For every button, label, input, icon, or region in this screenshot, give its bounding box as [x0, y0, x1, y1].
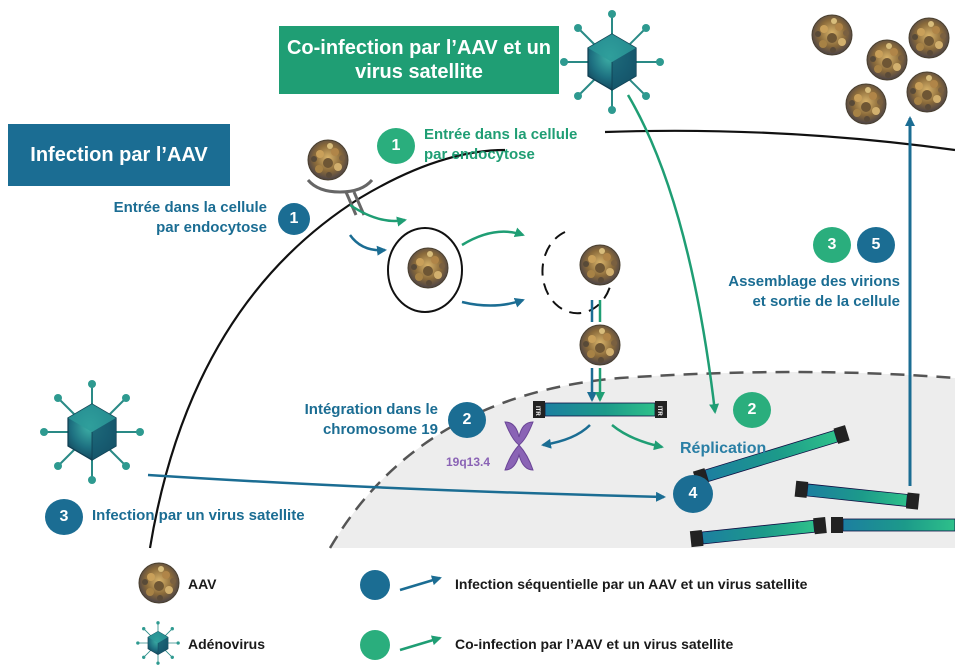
step-2-green-badge: 2	[733, 392, 771, 428]
cell-membrane	[148, 148, 506, 549]
legend-sequential-label: Infection séquentielle par un AAV et un …	[455, 576, 808, 592]
satellite-label: Infection par un virus satellite	[92, 507, 305, 524]
aav-virion-icon	[811, 14, 853, 56]
nuclear-envelope	[328, 370, 955, 549]
legend-coinfection-label: Co-infection par l’AAV et un virus satel…	[455, 636, 734, 652]
aav-virion-icon	[845, 83, 887, 125]
integration-label: Intégration dans le chromosome 19	[304, 401, 438, 439]
step-1-green-badge: 1	[377, 128, 415, 164]
assembly-label: Assemblage des virions et sortie de la c…	[728, 273, 900, 311]
adenovirus-icon	[559, 9, 665, 115]
aav-virion-icon	[579, 244, 621, 286]
step-2-blue-badge: 2	[448, 402, 486, 438]
legend-blue-circle	[360, 570, 390, 600]
aav-virion-icon	[908, 17, 950, 59]
itr-label: ITR	[656, 406, 662, 416]
nucleus	[330, 372, 955, 548]
legend-aav-label: AAV	[188, 576, 217, 592]
itr-label: ITR	[534, 406, 540, 416]
cell-membrane-top	[604, 129, 955, 152]
step-3-green-badge: 3	[813, 227, 851, 263]
step-3-blue-badge: 3	[45, 499, 83, 535]
aav-virion-icon	[579, 324, 621, 366]
dna-segment-icon	[533, 401, 667, 418]
legend-adenovirus-icon	[135, 620, 181, 666]
chromosome-icon	[504, 421, 534, 471]
title-aav-infection: Infection par l’AAV	[8, 124, 230, 186]
step-1-blue-badge: 1	[278, 203, 310, 235]
aav-virion-icon	[866, 39, 908, 81]
chromosome-locus-label: 19q13.4	[446, 455, 491, 469]
adenovirus-icon	[39, 379, 145, 485]
legend-aav-icon	[138, 562, 180, 604]
title-coinfection: Co-infection par l’AAV et un virus satel…	[279, 26, 559, 94]
replication-label: Réplication	[680, 440, 767, 457]
legend-green-circle	[360, 630, 390, 660]
step-entry-green-label: Entrée dans la cellule par endocytose	[424, 126, 578, 164]
legend-adenovirus-label: Adénovirus	[188, 636, 266, 652]
step-4-blue-badge: 4	[673, 475, 713, 513]
aav-virion-icon	[407, 247, 449, 289]
aav-virion-icon	[307, 139, 349, 181]
step-entry-blue-label: Entrée dans la cellule par endocytose	[113, 199, 267, 237]
step-5-blue-badge: 5	[857, 227, 895, 263]
aav-virion-icon	[906, 71, 948, 113]
broken-endosome-icon	[541, 231, 613, 315]
